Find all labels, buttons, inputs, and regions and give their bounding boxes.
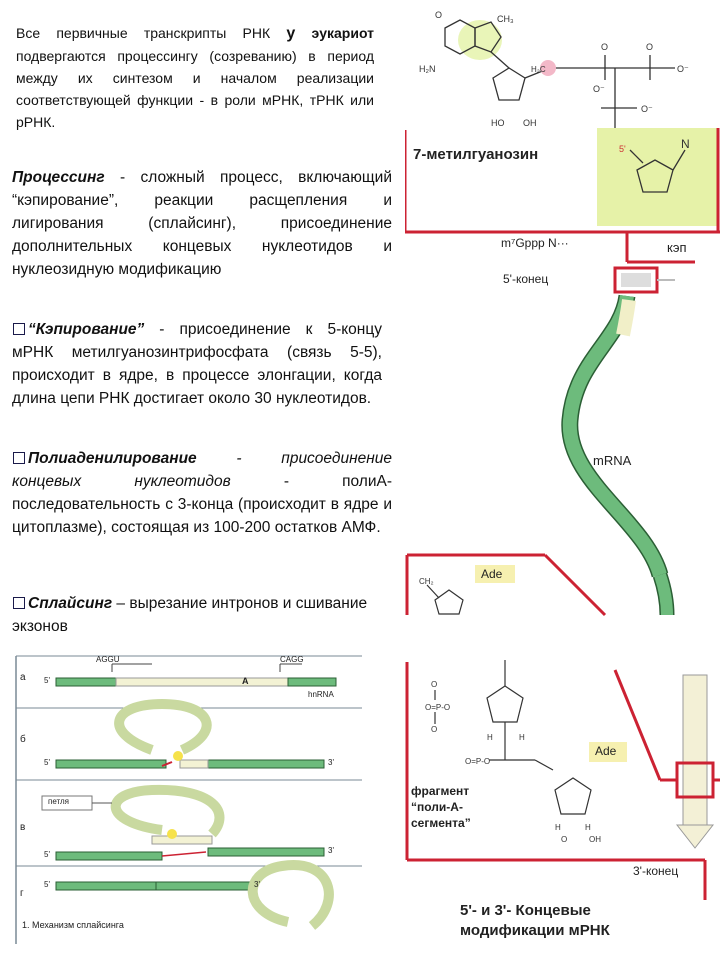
row-label-v: в bbox=[20, 822, 26, 833]
svg-text:O⁻: O⁻ bbox=[677, 64, 689, 74]
fragment-label-2: “поли-А- bbox=[411, 800, 463, 814]
svg-text:H: H bbox=[487, 733, 493, 742]
three-prime-c: 3' bbox=[328, 846, 334, 855]
ch2-label-top: CH₂ bbox=[419, 577, 434, 586]
svg-text:O: O bbox=[646, 42, 653, 52]
methylguanosine-label: 7-метилгуанозин bbox=[413, 146, 539, 163]
three-prime-d: 3' bbox=[254, 880, 260, 889]
svg-text:O=P-O: O=P-O bbox=[425, 703, 450, 712]
bullet-capping-icon bbox=[13, 323, 25, 335]
svg-text:OH: OH bbox=[589, 835, 601, 844]
five-prime-d: 5' bbox=[44, 880, 50, 889]
svg-text:O: O bbox=[601, 42, 608, 52]
svg-text:O: O bbox=[431, 680, 437, 689]
cap-formula: m⁷Gppp N··· bbox=[501, 236, 569, 250]
fragment-label-1: фрагмент bbox=[411, 784, 470, 798]
cap-label: кэп bbox=[667, 240, 687, 255]
processing-term: Процессинг bbox=[12, 169, 105, 186]
splicing-mechanism-figure: а б в г AGGU CAGG hnRNA петля A 5' 5' 3'… bbox=[12, 652, 364, 948]
three-end-label: 3'-конец bbox=[633, 864, 679, 878]
bullet-splicing-icon bbox=[13, 597, 25, 609]
splicing-term: Сплайсинг bbox=[28, 595, 113, 612]
five-prime-c: 5' bbox=[44, 850, 50, 859]
five-end-label: 5'-конец bbox=[503, 272, 549, 286]
svg-text:O: O bbox=[435, 10, 442, 20]
h2c-label: H₂C bbox=[531, 65, 546, 74]
svg-text:H: H bbox=[585, 823, 591, 832]
aggu-label: AGGU bbox=[96, 655, 120, 664]
five-prime-a: 5' bbox=[44, 676, 50, 685]
fragment-label-3: сегмента” bbox=[411, 816, 471, 830]
svg-text:O=P-O: O=P-O bbox=[465, 757, 490, 766]
row-label-g: г bbox=[20, 888, 24, 899]
splicing-paragraph: Сплайсинг – вырезание интронов и сшивани… bbox=[12, 595, 368, 635]
n-base-mark: N bbox=[681, 137, 690, 151]
svg-text:H: H bbox=[555, 823, 561, 832]
svg-text:O: O bbox=[431, 725, 437, 734]
svg-text:H₂N: H₂N bbox=[419, 64, 436, 74]
intro-paragraph: Все первичные транскрипты РНК у эукариот… bbox=[16, 25, 375, 130]
figure-caption-line-1: 5'- и 3'- Концевые bbox=[460, 902, 591, 919]
five-prime-mark: 5' bbox=[619, 144, 626, 154]
polyadenylation-term: Полиаденилирование bbox=[28, 450, 197, 467]
svg-text:H: H bbox=[519, 733, 525, 742]
svg-text:HO: HO bbox=[491, 118, 505, 128]
svg-text:OH: OH bbox=[523, 118, 537, 128]
ade-top-label: Ade bbox=[481, 567, 503, 581]
figure-caption-line-2: модификации мРНК bbox=[460, 922, 610, 939]
hnrna-label: hnRNA bbox=[308, 690, 334, 699]
capping-paragraph: “Кэпирование” - присоединение к 5-концу … bbox=[12, 321, 382, 407]
svg-text:O⁻: O⁻ bbox=[641, 104, 653, 114]
three-prime-b: 3' bbox=[328, 758, 334, 767]
branch-point-a-label: A bbox=[242, 676, 249, 686]
processing-paragraph: Процессинг - сложный процесс, включающий… bbox=[12, 169, 392, 278]
splicing-caption: 1. Механизм сплайсинга bbox=[22, 920, 124, 930]
svg-text:CH₃: CH₃ bbox=[497, 14, 514, 24]
polyadenylation-paragraph: Полиаденилирование - присоединение конце… bbox=[12, 450, 392, 536]
ade-bottom-label: Ade bbox=[595, 744, 617, 758]
row-label-b: б bbox=[20, 734, 26, 745]
capping-term: “Кэпирование” bbox=[28, 321, 145, 338]
row-label-a: а bbox=[20, 672, 26, 683]
cagg-label: CAGG bbox=[280, 655, 304, 664]
five-prime-b: 5' bbox=[44, 758, 50, 767]
bullet-polyadenylation-icon bbox=[13, 452, 25, 464]
splicing-diagram-svg bbox=[15, 655, 362, 944]
mrna-label: mRNA bbox=[593, 453, 632, 468]
svg-text:O: O bbox=[561, 835, 567, 844]
svg-text:O⁻: O⁻ bbox=[593, 84, 605, 94]
loop-label: петля bbox=[48, 797, 70, 806]
